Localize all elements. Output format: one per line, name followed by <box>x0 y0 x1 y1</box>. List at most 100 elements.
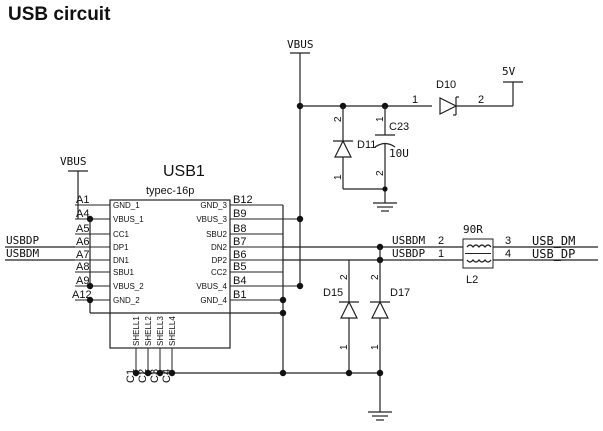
pin-num-b12: B12 <box>233 194 253 206</box>
l2-pin1: 1 <box>438 248 444 260</box>
d10-ref: D10 <box>436 79 456 91</box>
d17-diode: D17 2 1 <box>370 247 410 412</box>
pin-num-a4: A4 <box>76 208 89 220</box>
usb1-ref: USB1 <box>163 163 205 180</box>
l2-pin2: 2 <box>438 235 444 247</box>
d11-pin2: 2 <box>333 116 344 122</box>
pin-name-gnd3: GND_3 <box>200 201 227 210</box>
d15-pin1: 1 <box>339 344 350 350</box>
pin-name-vbus2: VBUS_2 <box>113 282 144 291</box>
page-title: USB circuit <box>8 4 111 25</box>
usbdp-in-label: USBDP <box>6 234 39 247</box>
d15-diode: D15 2 1 <box>323 260 359 377</box>
c23-ref: C23 <box>389 121 409 133</box>
d11-ref: D11 <box>357 139 376 151</box>
usb1-part: typec-16p <box>146 185 194 197</box>
pin-num-a12: A12 <box>72 289 92 301</box>
pin-name-gnd2: GND_2 <box>113 296 140 305</box>
pin-num-a5: A5 <box>76 223 89 235</box>
usb-dm-out-label: USB_DM <box>532 234 575 248</box>
pin-num-b7: B7 <box>233 236 246 248</box>
d11-diode: D11 2 1 <box>333 106 385 190</box>
v5-net: 5V <box>502 65 523 106</box>
pin-name-dn2: DN2 <box>211 243 228 252</box>
usb1-body <box>109 199 231 349</box>
d15-pin2: 2 <box>339 274 350 280</box>
junction-dot <box>279 369 287 377</box>
pin-name-cc1: CC1 <box>113 230 130 239</box>
junction-dot <box>382 186 388 192</box>
junction-dot <box>345 369 353 377</box>
junction-dot <box>132 369 140 377</box>
usb1-right-pins: B12 B9 B8 B7 B6 B5 B4 B1 GND_3 VBUS_3 SB… <box>196 194 300 305</box>
vbus-left-label: VBUS <box>60 155 87 168</box>
d11-pin1: 1 <box>333 174 344 180</box>
pin-name-vbus3: VBUS_3 <box>196 215 227 224</box>
pin-name-shell3: SHELL3 <box>156 316 165 346</box>
c23-pin1: 1 <box>375 116 386 122</box>
pin-name-dp1: DP1 <box>113 243 129 252</box>
pin-name-vbus4: VBUS_4 <box>196 282 227 291</box>
junction-dot <box>296 282 304 290</box>
ground-symbol <box>368 411 392 421</box>
l2-pin4: 4 <box>505 248 511 260</box>
pin-name-cc2: CC2 <box>211 268 228 277</box>
junction-dot <box>156 369 164 377</box>
usb-dp-out-label: USB_DP <box>532 247 575 261</box>
d10-diode: D10 1 2 <box>412 79 513 116</box>
v5-label: 5V <box>502 65 516 78</box>
pin-name-gnd1: GND_1 <box>113 201 140 210</box>
pin-num-a8: A8 <box>76 261 89 273</box>
c23-pin2: 2 <box>375 170 386 176</box>
pin-name-shell2: SHELL2 <box>144 316 153 346</box>
junction-dot <box>144 369 152 377</box>
right-gnd-bus <box>132 205 287 377</box>
c23-capacitor: C23 10U 1 2 <box>374 106 409 203</box>
d17-pin2: 2 <box>370 274 381 280</box>
usbdm-mid-label: USBDM <box>392 234 425 247</box>
vbus-top-label: VBUS <box>287 38 314 51</box>
junction-dot <box>86 296 94 304</box>
pin-num-a6: A6 <box>76 236 89 248</box>
junction-dot <box>168 369 176 377</box>
pin-num-a9: A9 <box>76 275 89 287</box>
junction-dot <box>296 215 304 223</box>
usbdm-in-label: USBDM <box>6 247 39 260</box>
pin-num-b5: B5 <box>233 261 246 273</box>
junction-dot <box>279 309 287 317</box>
pin-num-a1: A1 <box>76 194 89 206</box>
ground-symbol <box>373 202 397 212</box>
d17-ref: D17 <box>390 287 410 299</box>
usb1-left-pins: A1 A4 A5 A6 A7 A8 A9 A12 GND_1 VBUS_1 CC… <box>72 194 144 305</box>
usb-data-lines: USBDP USBDM USBDM USBDP 2 1 <box>5 234 463 264</box>
l2-pin3: 3 <box>505 235 511 247</box>
junction-dot <box>279 296 287 304</box>
l2-value: 90R <box>463 223 483 236</box>
pin-name-sbu2: SBU2 <box>206 230 227 239</box>
pin-num-a7: A7 <box>76 249 89 261</box>
pin-num-b9: B9 <box>233 208 246 220</box>
pin-name-gnd4: GND_4 <box>200 296 227 305</box>
d17-pin1: 1 <box>370 344 381 350</box>
usb1-connector: USB1 typec-16p A1 A4 A5 A6 A7 A8 A9 A12 … <box>72 163 380 383</box>
left-vbus-net: VBUS <box>60 155 283 314</box>
pin-num-b6: B6 <box>233 249 246 261</box>
pin-num-b4: B4 <box>233 275 246 287</box>
l2-choke: 90R L2 3 4 USB_DM USB_DP <box>462 223 598 286</box>
pin-name-shell4: SHELL4 <box>168 316 177 346</box>
pin-num-b8: B8 <box>233 223 246 235</box>
d10-pin1: 1 <box>412 94 418 106</box>
pin-name-dn1: DN1 <box>113 256 130 265</box>
pin-name-sbu1: SBU1 <box>113 268 134 277</box>
pin-name-vbus1: VBUS_1 <box>113 215 144 224</box>
pin-name-shell1: SHELL1 <box>132 316 141 346</box>
junction-dot <box>376 369 384 377</box>
d10-pin2: 2 <box>478 94 484 106</box>
pin-num-b1: B1 <box>233 289 246 301</box>
d15-ref: D15 <box>323 287 343 299</box>
usbdp-mid-label: USBDP <box>392 247 425 260</box>
junction-dot <box>86 282 94 290</box>
c23-value: 10U <box>389 147 409 160</box>
